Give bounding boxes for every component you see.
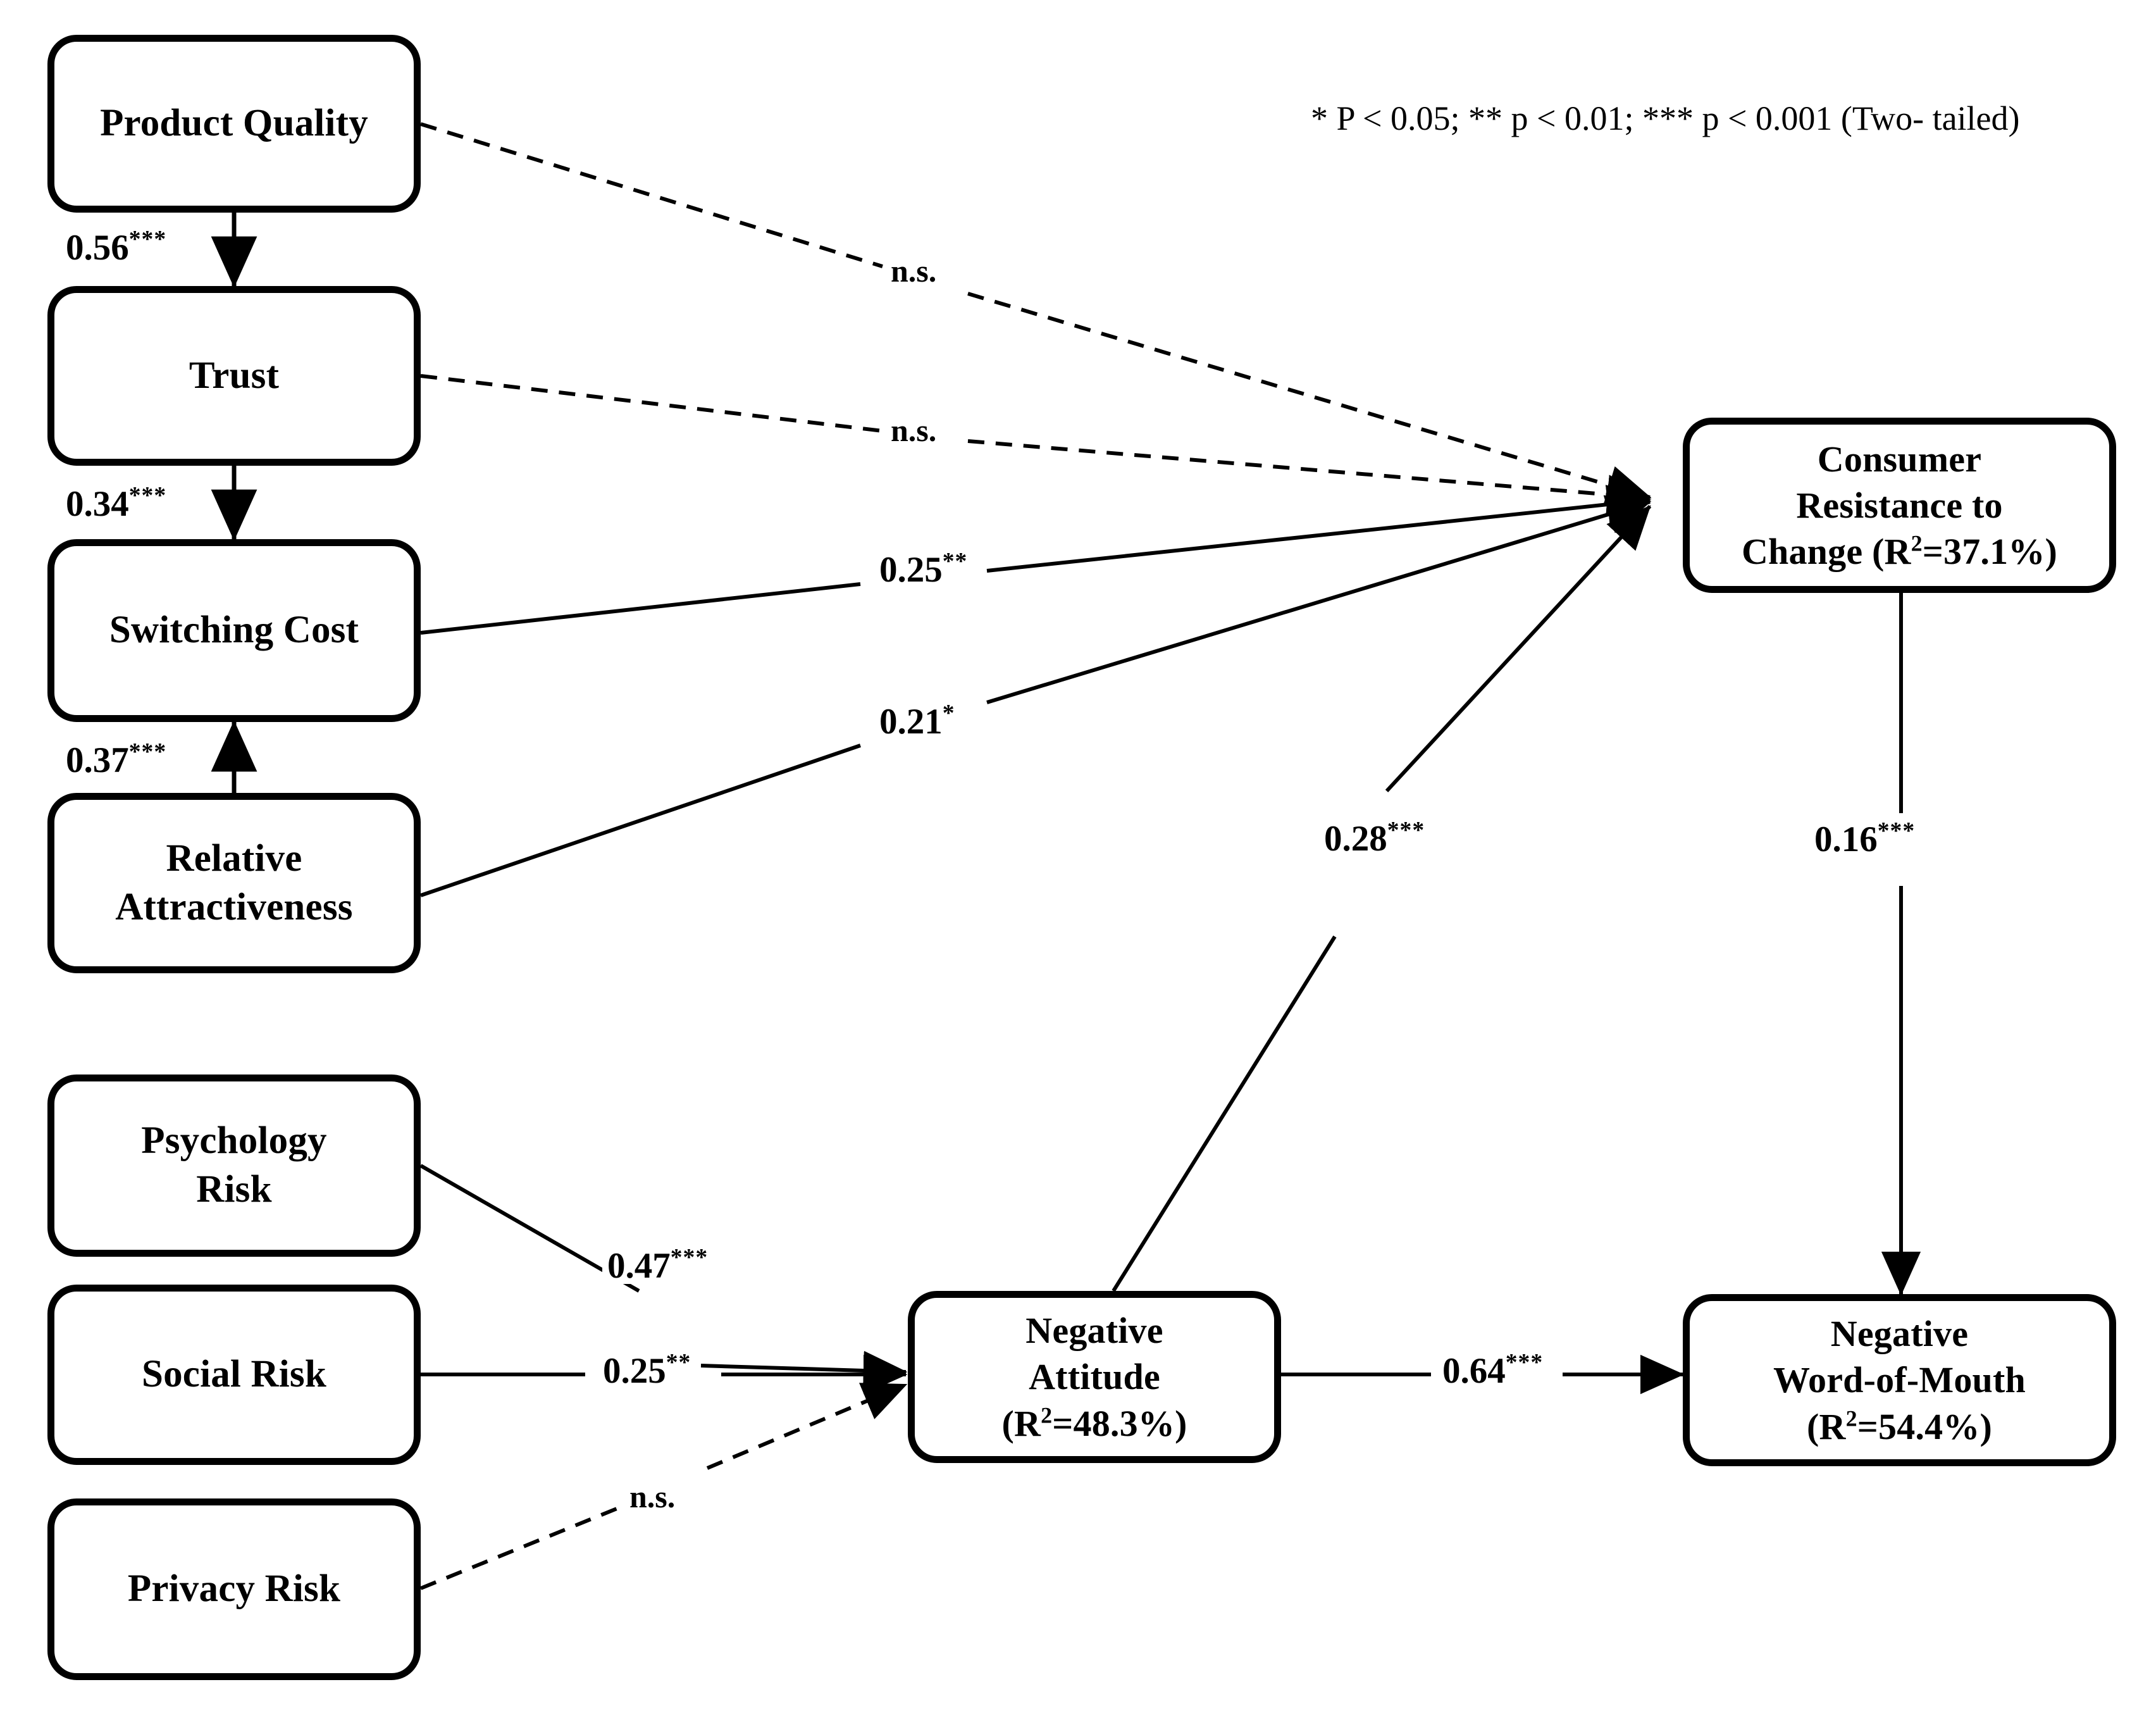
- path-label-negative-attitude-to-consumer-resistance: 0.28***: [1319, 818, 1430, 859]
- path-label-value: 0.28: [1324, 819, 1387, 859]
- path-label-psychology-risk-to-negative-attitude: 0.47***: [602, 1245, 714, 1286]
- na-line-1: Negative: [1025, 1310, 1163, 1352]
- node-switching-cost[interactable]: Switching Cost: [47, 539, 421, 722]
- path-label-value: 0.25: [879, 550, 943, 590]
- path-label-stars: *: [942, 700, 955, 726]
- node-privacy-risk-label: Privacy Risk: [127, 1567, 341, 1610]
- edge-privacy-risk-to-negative-attitude: [419, 1505, 621, 1590]
- node-relative-attractiveness[interactable]: Relative Attractiveness: [47, 793, 421, 973]
- node-psychology-risk-label: Psychology Risk: [141, 1119, 327, 1211]
- edge-relative-attractiveness-to-consumer-resistance-seg2: [986, 495, 1652, 704]
- node-social-risk[interactable]: Social Risk: [47, 1285, 421, 1465]
- path-label-value: 0.64: [1442, 1351, 1506, 1391]
- node-relative-attractiveness-label: Relative Attractiveness: [115, 837, 353, 928]
- nwom-line-1: Negative: [1830, 1313, 1969, 1355]
- na-line-3-pre: (R: [1001, 1402, 1041, 1444]
- nwom-line-3-sup: 2: [1845, 1405, 1857, 1431]
- node-negative-attitude[interactable]: Negative Attitude (R2=48.3%): [908, 1291, 1281, 1463]
- path-label-switching-cost-to-consumer-resistance: 0.25**: [874, 549, 973, 590]
- node-negative-word-of-mouth-label: Negative Word-of-Mouth (R2=54.4%): [1773, 1311, 2026, 1449]
- crc-line-2: Resistance to: [1796, 484, 2003, 526]
- path-label-stars: **: [666, 1349, 691, 1376]
- path-label-negative-attitude-to-negative-wom: 0.64***: [1437, 1350, 1549, 1391]
- node-trust-label: Trust: [189, 354, 280, 397]
- path-label-privacy-risk-to-negative-attitude: n.s.: [624, 1481, 681, 1512]
- path-label-value: 0.56: [66, 228, 129, 268]
- edge-switching-cost-to-consumer-resistance-seg2: [986, 485, 1652, 573]
- nwom-line-2: Word-of-Mouth: [1773, 1359, 2026, 1401]
- edge-product-quality-to-consumer-resistance-seg2: [967, 292, 1652, 504]
- crc-line-3-pre: Change (R: [1741, 531, 1911, 573]
- edge-product-quality-to-consumer-resistance: [420, 122, 883, 268]
- path-label-value: 0.34: [66, 484, 129, 524]
- edge-trust-to-consumer-resistance-seg2: [967, 439, 1652, 514]
- edge-switching-cost-to-consumer-resistance: [420, 582, 861, 635]
- path-label-product-quality-to-trust: 0.56***: [61, 227, 172, 268]
- nwom-line-3-pre: (R: [1806, 1405, 1846, 1447]
- significance-legend: * P < 0.05; ** p < 0.01; *** p < 0.001 (…: [1311, 99, 2020, 137]
- path-label-stars: ***: [128, 482, 167, 509]
- node-negative-word-of-mouth[interactable]: Negative Word-of-Mouth (R2=54.4%): [1683, 1294, 2116, 1466]
- edge-psychology-risk-to-negative-attitude-seg2: [700, 1350, 908, 1391]
- path-label-value: 0.25: [603, 1351, 666, 1391]
- edge-negative-attitude-to-consumer-resistance: [1112, 935, 1337, 1292]
- path-label-product-quality-to-consumer-resistance: n.s.: [886, 255, 942, 287]
- na-line-3-sup: 2: [1041, 1402, 1053, 1428]
- path-label-stars: **: [942, 548, 968, 575]
- node-consumer-resistance-to-change-label: Consumer Resistance to Change (R2=37.1%): [1742, 436, 2057, 575]
- path-label-relative-attractiveness-to-consumer-resistance: 0.21*: [874, 701, 960, 742]
- node-trust[interactable]: Trust: [47, 286, 421, 466]
- path-label-trust-to-switching-cost: 0.34***: [61, 483, 172, 524]
- node-negative-attitude-label: Negative Attitude (R2=48.3%): [1001, 1307, 1187, 1446]
- node-switching-cost-label: Switching Cost: [109, 609, 359, 652]
- path-label-stars: ***: [128, 738, 167, 765]
- path-label-stars: ***: [1387, 817, 1425, 844]
- path-label-relative-attractiveness-to-switching-cost: 0.37***: [61, 740, 172, 780]
- edge-trust-to-consumer-resistance: [420, 374, 883, 433]
- node-psychology-risk[interactable]: Psychology Risk: [47, 1075, 421, 1257]
- node-product-quality-label: Product Quality: [100, 102, 368, 145]
- path-label-value: 0.21: [879, 702, 943, 742]
- edge-privacy-risk-to-negative-attitude-seg2: [706, 1383, 908, 1470]
- na-line-2: Attitude: [1029, 1356, 1160, 1398]
- edge-negative-attitude-to-consumer-resistance-seg2: [1385, 504, 1652, 793]
- path-label-social-risk-to-negative-attitude: 0.25**: [598, 1350, 697, 1391]
- node-privacy-risk[interactable]: Privacy Risk: [47, 1498, 421, 1680]
- path-label-value: 0.47: [607, 1246, 671, 1286]
- path-label-stars: ***: [128, 226, 167, 252]
- path-label-value: 0.16: [1814, 819, 1878, 859]
- path-label-stars: ***: [1505, 1349, 1544, 1376]
- nwom-line-3-post: =54.4%): [1857, 1405, 1993, 1447]
- path-label-trust-to-consumer-resistance: n.s.: [886, 414, 942, 446]
- edge-relative-attractiveness-to-consumer-resistance: [420, 744, 861, 897]
- path-label-stars: ***: [1877, 818, 1916, 844]
- crc-line-1: Consumer: [1817, 438, 1982, 480]
- crc-line-3-sup: 2: [1911, 530, 1923, 556]
- node-consumer-resistance-to-change[interactable]: Consumer Resistance to Change (R2=37.1%): [1683, 418, 2116, 593]
- crc-line-3-post: =37.1%): [1922, 531, 2058, 573]
- path-label-stars: ***: [670, 1244, 709, 1271]
- path-label-value: 0.37: [66, 740, 129, 780]
- node-social-risk-label: Social Risk: [141, 1353, 326, 1396]
- node-product-quality[interactable]: Product Quality: [47, 35, 421, 213]
- path-label-consumer-resistance-to-negative-wom: 0.16***: [1809, 818, 1921, 859]
- na-line-3-post: =48.3%): [1052, 1402, 1187, 1444]
